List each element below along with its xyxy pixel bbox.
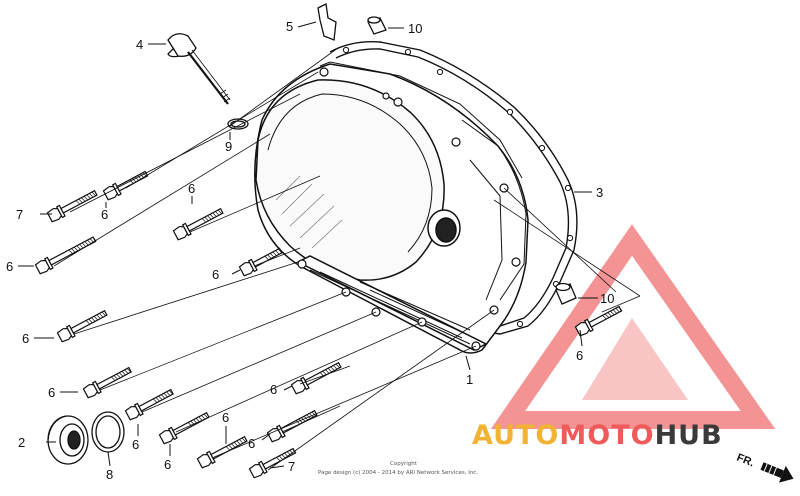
bolt-10 <box>196 435 248 469</box>
callout-6-i: 6 <box>164 457 171 472</box>
bolt-14 <box>574 305 623 337</box>
crankcase-cover <box>254 61 529 354</box>
dowel-pin-lower <box>555 282 577 305</box>
callout-6-j: 6 <box>222 410 229 425</box>
bolt-2 <box>102 170 149 201</box>
copyright-line-2: Page design (c) 2004 - 2014 by ARI Netwo… <box>318 470 478 476</box>
callout-ticks <box>18 21 598 469</box>
gasket-outline <box>321 41 578 335</box>
callout-6-a: 6 <box>101 207 108 222</box>
callout-2: 2 <box>18 435 25 450</box>
bolt-12 <box>266 409 318 443</box>
watermark-auto: AUTO <box>472 420 559 451</box>
bolts-group <box>34 170 623 479</box>
callout-10-a: 10 <box>408 21 422 36</box>
bolt-3 <box>34 236 97 275</box>
callout-6-g: 6 <box>270 382 277 397</box>
bolt-4 <box>172 207 224 241</box>
callout-3: 3 <box>596 185 603 200</box>
callout-9: 9 <box>225 139 232 154</box>
watermark-hub: HUB <box>655 420 723 451</box>
dipstick-part <box>167 33 231 105</box>
callout-6-d: 6 <box>212 267 219 282</box>
leader-lines <box>53 47 641 471</box>
bolt-13 <box>248 447 297 479</box>
front-direction-indicator: FR. <box>735 452 794 483</box>
bolt-7 <box>82 366 132 399</box>
clip-part-5 <box>317 3 337 41</box>
copyright-notice: Copyright Page design (c) 2004 - 2014 by… <box>318 461 478 476</box>
front-arrow-icon <box>760 462 794 483</box>
callout-10-b: 10 <box>600 291 614 306</box>
cap-part-2 <box>47 415 89 465</box>
watermark-moto: MOTO <box>559 420 654 451</box>
dowel-pin-upper <box>367 16 387 35</box>
o-ring-part-8 <box>91 411 125 453</box>
bolt-9 <box>158 411 210 445</box>
callout-6-f: 6 <box>48 385 55 400</box>
copyright-line-1: Copyright <box>390 461 418 467</box>
callout-6-h: 6 <box>132 437 139 452</box>
callout-4: 4 <box>136 37 143 52</box>
callout-labels: 1 2 3 4 5 6 6 6 6 6 6 6 6 6 6 6 6 7 7 8 … <box>6 19 614 482</box>
bolt-6 <box>56 309 108 343</box>
callout-6-c: 6 <box>6 259 13 274</box>
callout-5: 5 <box>286 19 293 34</box>
front-label: FR. <box>735 452 756 470</box>
callout-7-a: 7 <box>16 207 23 222</box>
callout-6-b: 6 <box>188 181 195 196</box>
bolt-5 <box>238 247 283 277</box>
watermark-logo-triangle <box>490 224 776 429</box>
callout-7-b: 7 <box>288 459 295 474</box>
callout-8: 8 <box>106 467 113 482</box>
bolt-1 <box>46 189 98 223</box>
callout-6-k: 6 <box>248 436 255 451</box>
o-ring-part-9 <box>227 118 249 130</box>
svg-text:AUTOMOTOHUB: AUTOMOTOHUB <box>472 420 723 451</box>
callout-1: 1 <box>466 372 473 387</box>
watermark-logo-text: AUTOMOTOHUB <box>472 420 723 451</box>
callout-6-e: 6 <box>22 331 29 346</box>
callout-6-l: 6 <box>576 348 583 363</box>
bolt-8 <box>124 388 174 421</box>
